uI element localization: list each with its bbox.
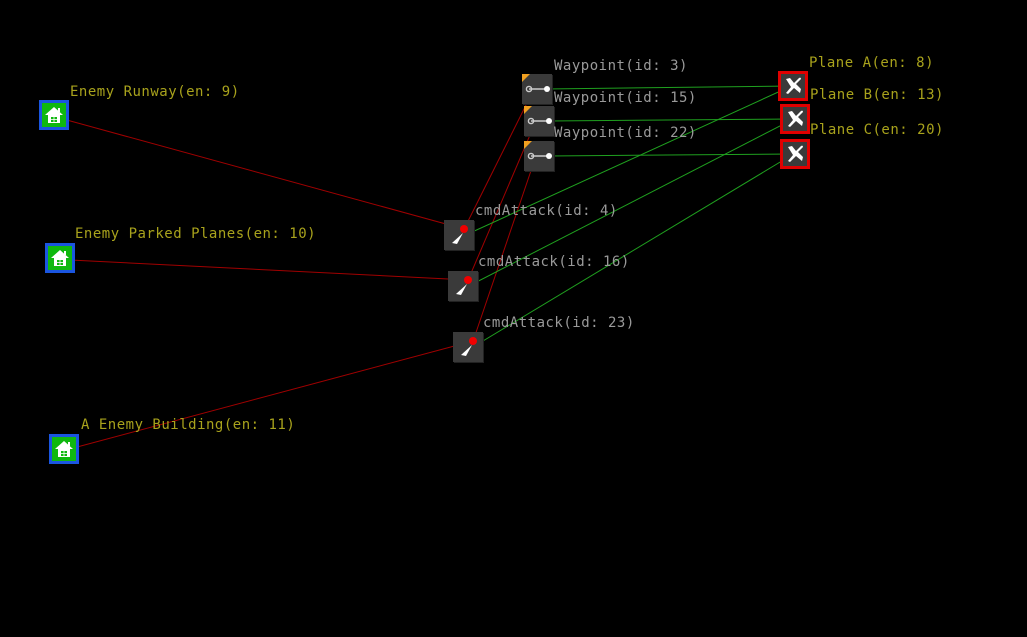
building-icon (55, 441, 73, 457)
label-waypoint-22: Waypoint(id: 22) (554, 125, 697, 141)
label-enemy-parked-planes: Enemy Parked Planes(en: 10) (75, 226, 317, 242)
waypoint-icon (524, 141, 552, 160)
link-atk23-to-planeC (467, 153, 794, 351)
node-cmd-attack-4[interactable] (444, 220, 474, 250)
attack-icon (461, 337, 477, 356)
label-cmd-attack-16: cmdAttack(id: 16) (478, 254, 630, 270)
node-enemy-building[interactable] (49, 434, 79, 464)
plane-icon (788, 145, 803, 162)
node-enemy-runway[interactable] (39, 100, 69, 130)
building-icon (45, 107, 63, 123)
link-runway-to-atk4 (53, 116, 465, 230)
label-waypoint-15: Waypoint(id: 15) (554, 90, 697, 106)
label-cmd-attack-23: cmdAttack(id: 23) (483, 315, 635, 331)
node-waypoint-3[interactable] (522, 74, 552, 104)
node-plane-c[interactable] (780, 139, 810, 169)
building-icon (51, 250, 69, 266)
link-atk16-to-planeB (462, 118, 794, 290)
node-enemy-parked-planes[interactable] (45, 243, 75, 273)
plane-icon (788, 110, 803, 127)
waypoint-icon (524, 106, 552, 125)
link-wp3-to-planeA (546, 85, 792, 90)
link-building-to-atk23 (63, 340, 474, 451)
label-waypoint-3: Waypoint(id: 3) (554, 58, 688, 74)
link-atk23-to-wp22 (472, 155, 537, 342)
label-plane-a: Plane A(en: 8) (809, 55, 935, 71)
node-plane-b[interactable] (780, 104, 810, 134)
waypoint-icon (522, 74, 550, 93)
attack-icon (452, 225, 468, 244)
label-enemy-building: A Enemy Building(en: 11) (81, 417, 296, 433)
link-wp15-to-planeB (548, 118, 794, 122)
link-atk4-to-planeA (458, 85, 792, 239)
node-waypoint-15[interactable] (524, 106, 554, 136)
node-waypoint-22[interactable] (524, 141, 554, 171)
attack-icon (456, 276, 472, 295)
label-cmd-attack-4: cmdAttack(id: 4) (475, 203, 618, 219)
node-cmd-attack-23[interactable] (453, 332, 483, 362)
label-plane-b: Plane B(en: 13) (810, 87, 944, 103)
link-wp22-to-planeC (548, 153, 794, 157)
node-cmd-attack-16[interactable] (448, 271, 478, 301)
label-plane-c: Plane C(en: 20) (810, 122, 944, 138)
label-enemy-runway: Enemy Runway(en: 9) (70, 84, 240, 100)
link-parked-to-atk16 (59, 259, 469, 281)
plane-icon (786, 77, 801, 94)
link-atk4-to-wp3 (463, 88, 535, 230)
node-plane-a[interactable] (778, 71, 808, 101)
